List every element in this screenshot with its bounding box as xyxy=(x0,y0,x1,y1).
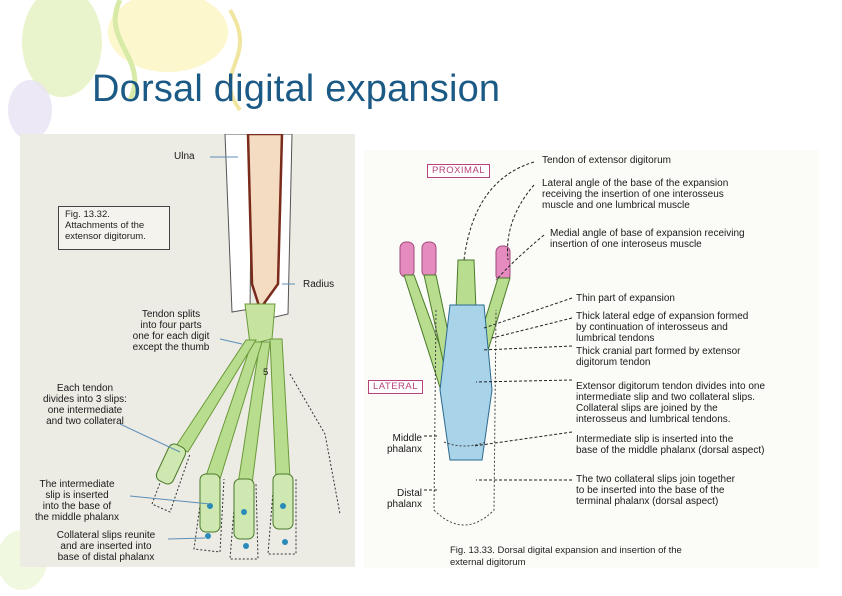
extensor-tendon xyxy=(456,260,476,310)
label-digit-5: 5 xyxy=(263,367,268,378)
label-tendon-extensor: Tendon of extensor digitorum xyxy=(542,155,671,166)
slide-title: Dorsal digital expansion xyxy=(92,68,500,111)
label-tendon-divides: Extensor digitorum tendon divides into o… xyxy=(576,381,765,425)
tendon-trunk xyxy=(245,304,275,344)
fig-13-32-box: Fig. 13.32. Attachments of the extensor … xyxy=(58,206,170,250)
label-thick-cranial: Thick cranial part formed by extensor di… xyxy=(576,346,741,368)
decor-balloon-lilac xyxy=(8,80,52,140)
label-thick-lateral: Thick lateral edge of expansion formed b… xyxy=(576,311,748,344)
extensor-muscle-belly xyxy=(248,134,282,309)
label-intermediate-inserted: Intermediate slip is inserted into the b… xyxy=(576,434,764,456)
label-radius: Radius xyxy=(303,279,334,290)
label-collateral-slips: Collateral slips reunite and are inserte… xyxy=(36,530,176,563)
label-distal-phalanx: Distal phalanx xyxy=(364,488,422,510)
fig-13-33-caption: Fig. 13.33. Dorsal digital expansion and… xyxy=(450,545,682,569)
decor-balloon-yellow xyxy=(108,0,228,72)
label-lateral-angle: Lateral angle of the base of the expansi… xyxy=(542,178,728,211)
label-intermediate-slip: The intermediate slip is inserted into t… xyxy=(22,479,132,523)
label-collateral-join: The two collateral slips join together t… xyxy=(576,474,735,507)
label-thin-part: Thin part of expansion xyxy=(576,293,675,304)
muscle-stumps xyxy=(400,242,510,281)
label-tendon-splits: Tendon splits into four parts one for ea… xyxy=(112,309,230,353)
tag-lateral: LATERAL xyxy=(368,380,423,394)
label-ulna: Ulna xyxy=(174,151,195,162)
tag-proximal: PROXIMAL xyxy=(427,164,490,178)
label-medial-angle: Medial angle of base of expansion receiv… xyxy=(550,228,745,250)
tendon-index xyxy=(270,339,290,479)
tendon-branches xyxy=(176,339,290,484)
label-three-slips: Each tendon divides into 3 slips: one in… xyxy=(30,383,140,427)
label-middle-phalanx: Middle phalanx xyxy=(364,433,422,455)
